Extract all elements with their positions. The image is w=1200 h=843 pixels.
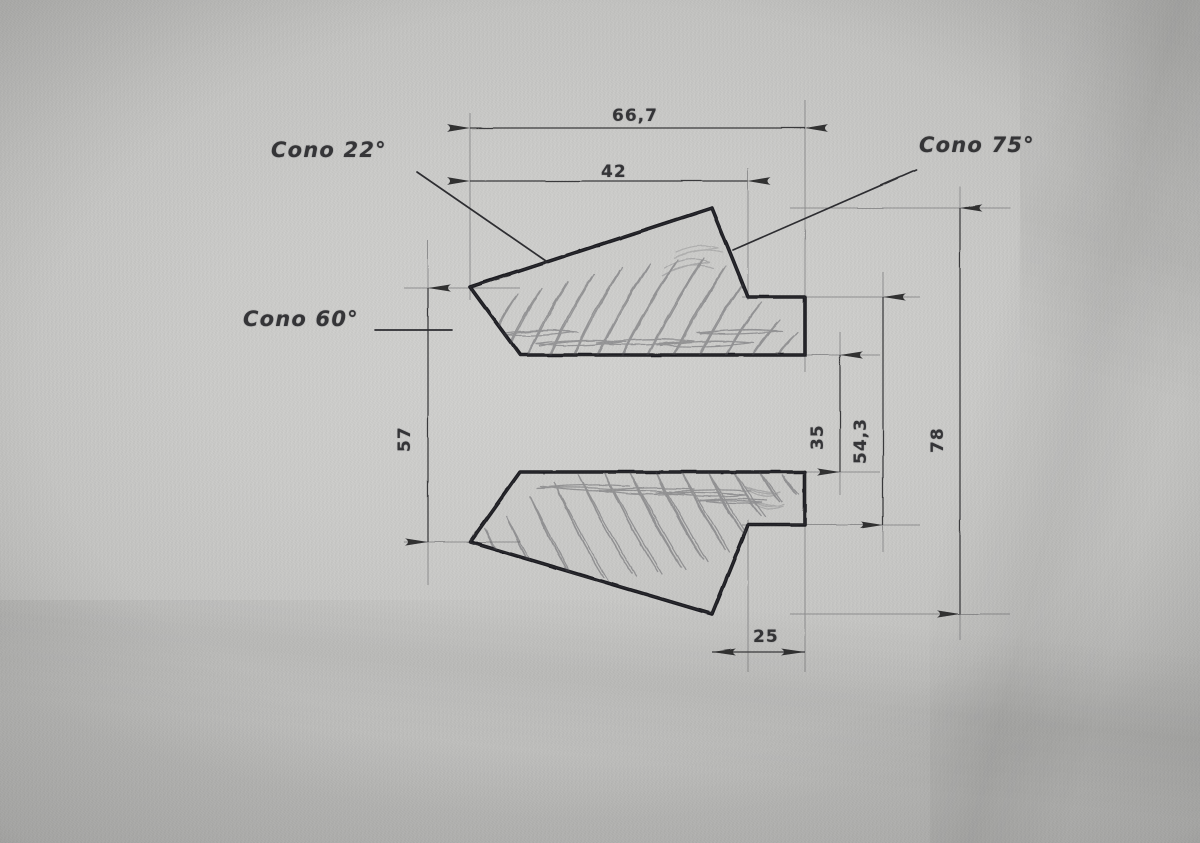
label-cono-60: Cono 60°: [243, 307, 359, 331]
leader-cono-22: [416, 171, 547, 262]
leader-cono-75: [732, 169, 917, 251]
label-cono-22: Cono 22°: [271, 138, 387, 162]
label-dim-25: 25: [753, 627, 779, 647]
horizontal-dimensions: [447, 124, 828, 185]
dimension-25: [712, 648, 805, 656]
upper-profile: [468, 206, 807, 357]
label-dim-57: 57: [395, 426, 415, 452]
label-dim-42: 42: [601, 162, 627, 182]
label-dim-78: 78: [928, 427, 948, 453]
label-dim-35: 35: [808, 424, 828, 450]
label-dim-66-7: 66,7: [612, 106, 658, 126]
upper-hatching: [483, 245, 799, 355]
lower-hatching: [483, 472, 799, 595]
label-dim-54-3: 54,3: [851, 418, 871, 464]
leader-lines: [374, 169, 917, 331]
lower-profile: [468, 470, 807, 616]
label-cono-75: Cono 75°: [919, 133, 1035, 157]
